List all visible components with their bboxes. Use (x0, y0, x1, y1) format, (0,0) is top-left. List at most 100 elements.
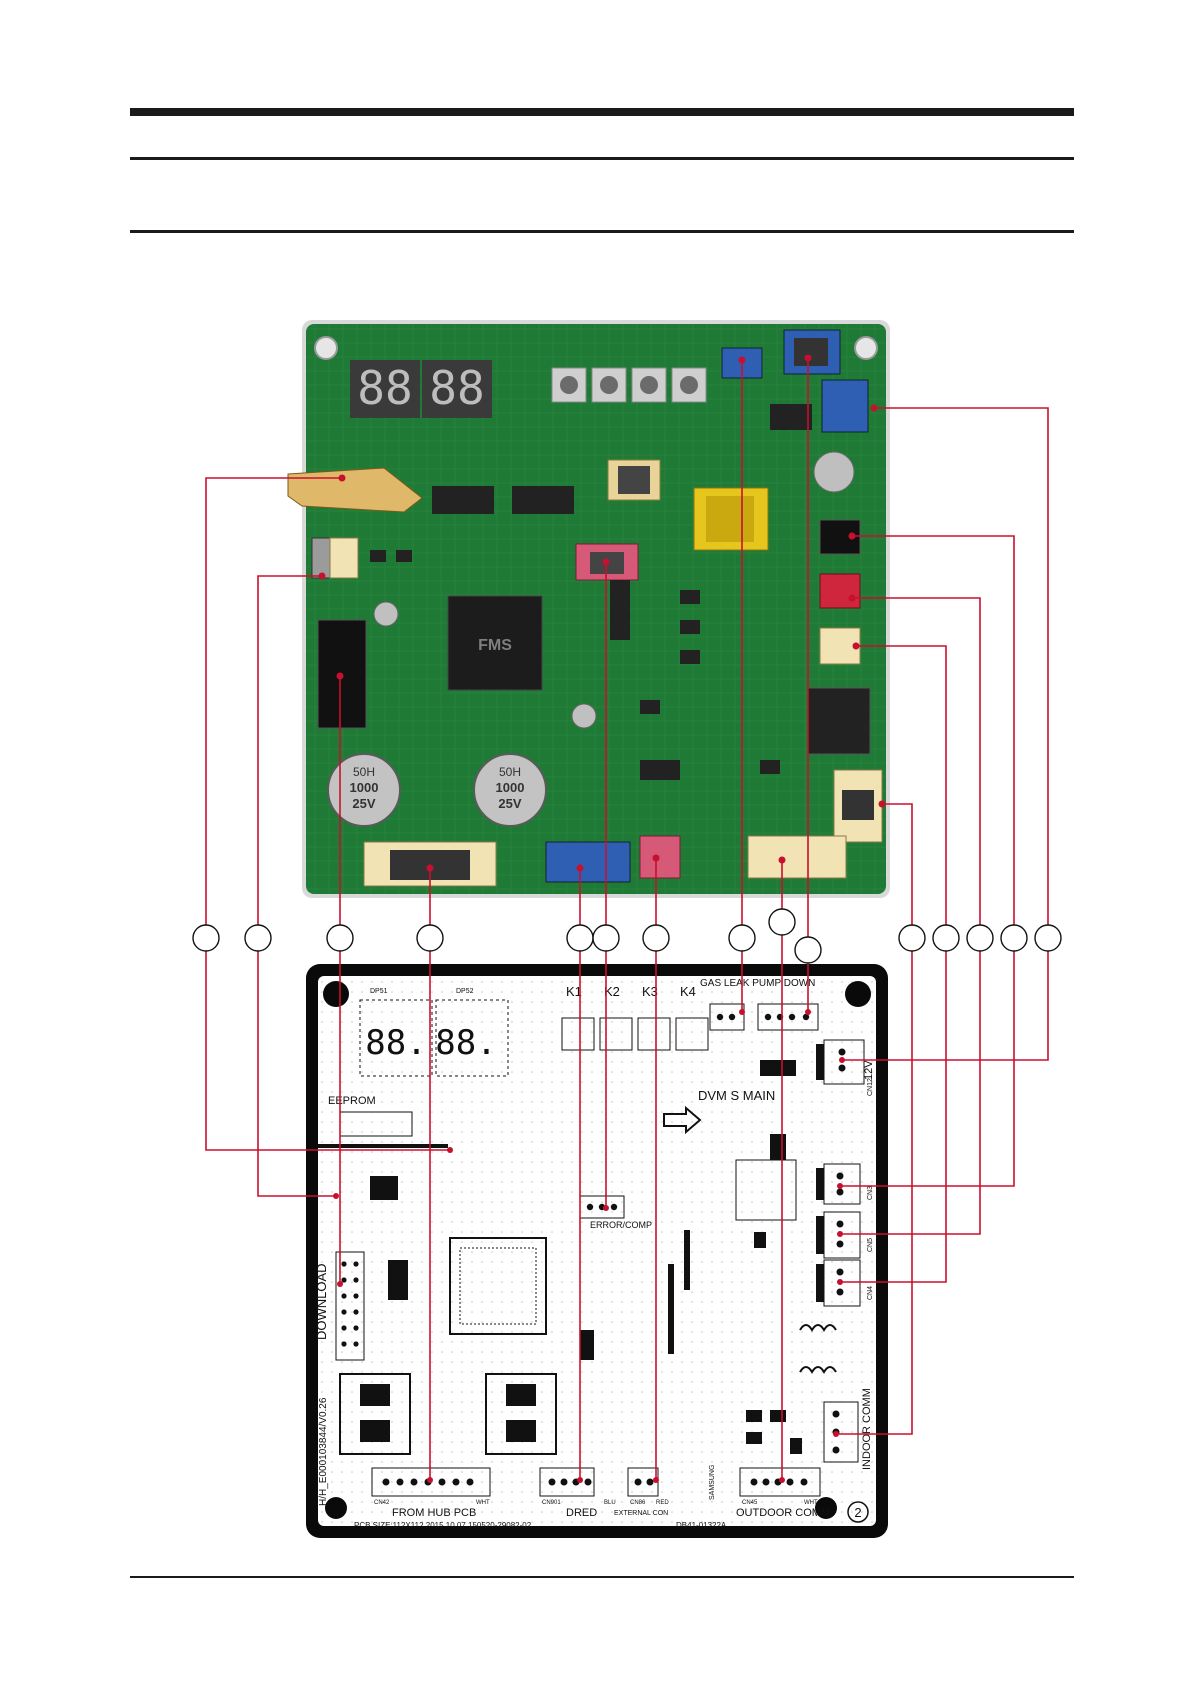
photo-eeprom-module (287, 467, 423, 513)
board-part-number: H/H_E000103844/V0.26 (318, 1397, 329, 1506)
callout-circle-2 (244, 924, 272, 952)
callout-circle-1 (192, 924, 220, 952)
dred-label: DRED (566, 1507, 597, 1519)
indoor-comm-label: INDOOR COMM (861, 1388, 873, 1470)
callout-circles (192, 908, 1062, 964)
top-thin-rule (130, 157, 1074, 160)
cap-text-line: 50H (353, 765, 375, 779)
silk-main-mcu (449, 1237, 547, 1335)
callout-circle-7 (642, 924, 670, 952)
dp51-label: DP51 (370, 988, 388, 995)
corner-number: 2 (854, 1505, 861, 1520)
corner-hole-icon (325, 1497, 347, 1519)
photo-capacitor-large-1: 50H 1000 25V (327, 753, 401, 827)
error-comp-label: ERROR/COMP (590, 1220, 652, 1230)
gas-leak-pump-down-label: GAS LEAK PUMP DOWN (700, 978, 815, 989)
photo-connector-external (639, 835, 681, 879)
key-button-icon (600, 376, 618, 394)
silk-key-k1: K1 (566, 984, 582, 999)
photo-connector-pink-center (575, 543, 639, 581)
circled-number-icon (847, 1501, 869, 1523)
key-button-icon (640, 376, 658, 394)
silk-seg-digits-1: 88. (365, 1023, 426, 1063)
callout-circle-4 (416, 924, 444, 952)
callout-endpoints (318, 354, 886, 1483)
silk-key-k3: K3 (642, 984, 658, 999)
12v-label: 12V (863, 1060, 875, 1080)
cn45-color: WHT (804, 1500, 818, 1506)
seven-segment-display-1 (350, 360, 420, 418)
callout-circle-13 (966, 924, 994, 952)
from-hub-pcb-label: FROM HUB PCB (392, 1507, 476, 1519)
callout-circle-12 (932, 924, 960, 952)
photo-capacitor-small (571, 703, 597, 729)
corner-hole-icon (323, 981, 349, 1007)
cap-text-line: 50H (499, 765, 521, 779)
callout-circle-14 (1000, 924, 1028, 952)
pcb-footer-info: PCB SIZE:112X112 2015.10.07 150520-29082… (354, 1521, 532, 1530)
photo-ic (512, 486, 574, 514)
dvm-s-main-label: DVM S MAIN (698, 1088, 775, 1103)
cap-text-line: 1000 (350, 780, 379, 795)
photo-connector-grey-left (311, 537, 331, 579)
callout-circle-6 (592, 924, 620, 952)
cn901-label: CN901 (542, 1500, 561, 1506)
mcu-logo: FMS (478, 637, 512, 654)
download-label: DOWNLOAD (314, 1263, 329, 1340)
mount-hole-icon (854, 336, 878, 360)
corner-hole-icon (815, 1497, 837, 1519)
photo-ic (770, 404, 812, 430)
photo-connector-dred (545, 841, 631, 883)
key-button-icon (560, 376, 578, 394)
cn42-color: WHT (476, 1500, 490, 1506)
cap-text-line: 25V (498, 796, 521, 811)
upper-section-rule (130, 230, 1074, 233)
cn12-label: CN12 (867, 1078, 874, 1096)
external-con-label: EXTERNAL CON (614, 1510, 668, 1517)
corner-hole-icon (845, 981, 871, 1007)
cn3-label: CN3 (867, 1186, 874, 1200)
seg-digits-1: 88 (357, 361, 412, 415)
photo-capacitor-small (373, 601, 399, 627)
photo-capacitor-large-2: 50H 1000 25V (473, 753, 547, 827)
silk-key-k2: K2 (604, 984, 620, 999)
cn901-color: BLU (604, 1500, 616, 1506)
photo-capacitor-small (813, 451, 855, 493)
photo-main-mcu (447, 595, 543, 691)
silk-key-k4: K4 (680, 984, 696, 999)
photo-connector-red (819, 573, 861, 609)
pcb-drawing-number: DB41-01322A (676, 1521, 727, 1530)
cn42-label: CN42 (374, 1500, 390, 1506)
cap-text-line: 25V (352, 796, 375, 811)
callout-circle-8 (728, 924, 756, 952)
photo-ic (432, 486, 494, 514)
top-thick-rule (130, 108, 1074, 116)
callout-circle-9 (768, 908, 796, 936)
photo-power-inductor (807, 687, 871, 755)
callout-circle-5 (566, 924, 594, 952)
seven-segment-display-2 (422, 360, 492, 418)
cn86-label: CN86 (630, 1500, 646, 1506)
eeprom-label: EEPROM (328, 1095, 376, 1107)
key-button-icon (680, 376, 698, 394)
bottom-rule (130, 1576, 1074, 1578)
inductor-symbol-icon (799, 1366, 837, 1374)
cn45-label: CN45 (742, 1500, 758, 1506)
photo-connector-blue-right (821, 379, 869, 433)
silk-seg-digits-2: 88. (435, 1023, 496, 1063)
direction-arrow-icon (663, 1105, 702, 1135)
mount-hole-icon (314, 336, 338, 360)
inductor-symbol-icon (799, 1324, 837, 1332)
push-buttons (551, 367, 707, 403)
callout-circle-10 (794, 936, 822, 964)
cap-text-line: 1000 (496, 780, 525, 795)
seg-digits-2: 88 (429, 361, 484, 415)
samsung-logo: SAMSUNG (709, 1465, 716, 1500)
callout-leaders (205, 358, 1049, 1480)
cn86-color: RED (656, 1500, 669, 1506)
silkscreen-board: DP51 DP52 88. 88. K1 K2 K3 K4 GAS LEAK P… (306, 964, 888, 1538)
photo-board: 88 88 FMS (287, 320, 890, 898)
cn5-label: CN5 (867, 1238, 874, 1252)
callout-circle-11 (898, 924, 926, 952)
callout-circle-3 (326, 924, 354, 952)
